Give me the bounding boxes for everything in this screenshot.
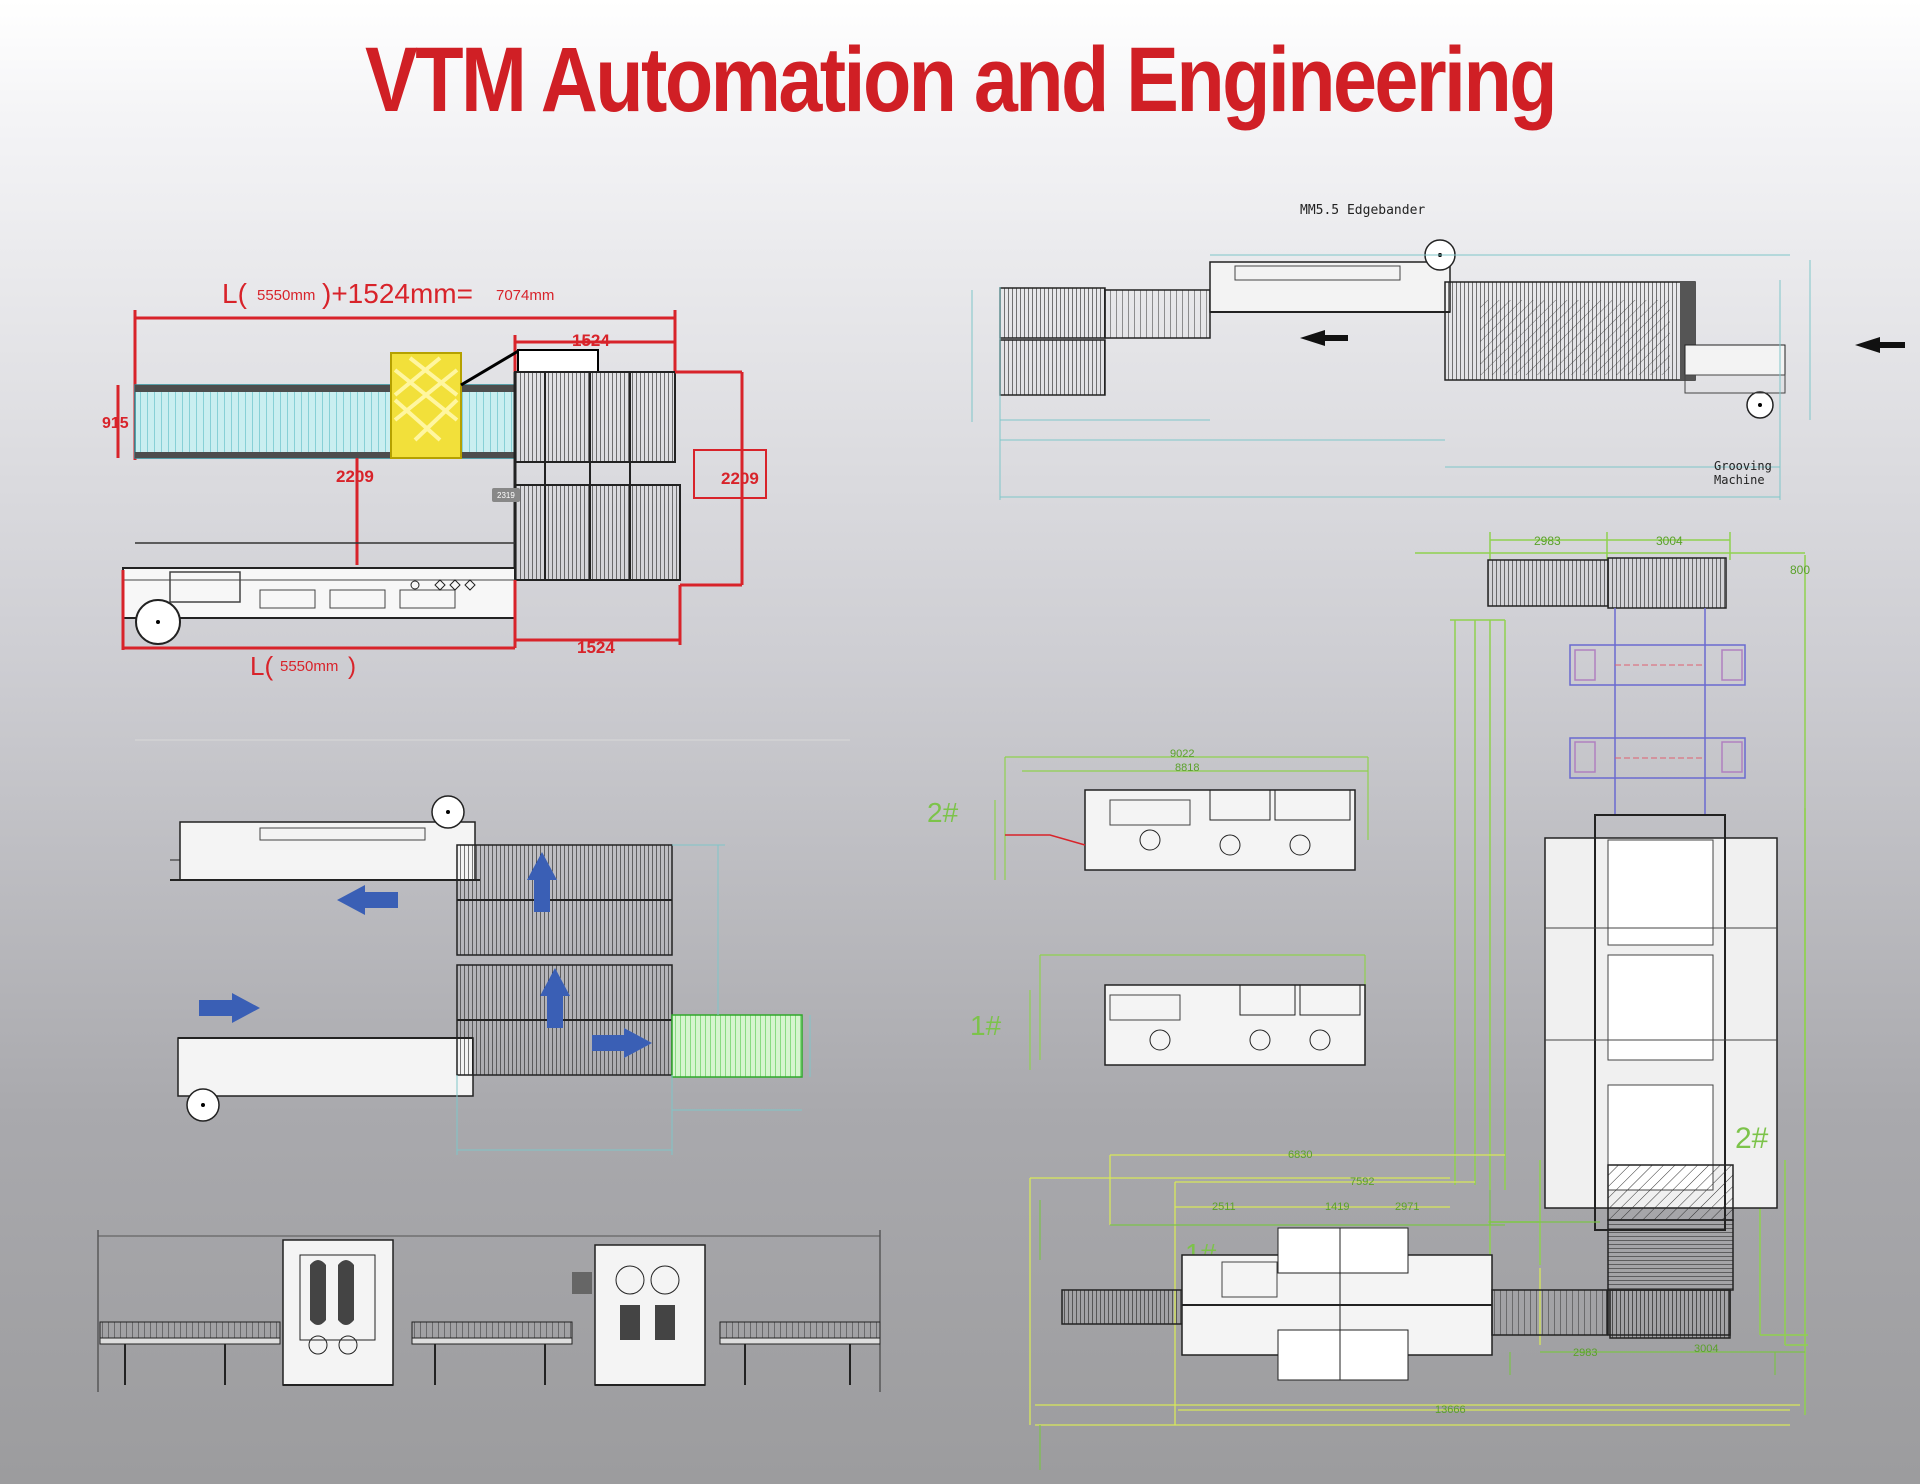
length-bottom-prefix: L(: [250, 651, 273, 681]
top-left-layout: L( 5550mm )+1524mm= 7074mm 1524 915 2319: [102, 278, 767, 681]
up-arrow-icon: [527, 852, 557, 912]
dim-915: 915: [102, 415, 129, 432]
edgebander-upper: [179, 821, 476, 881]
dim-13666: 13666: [1435, 1404, 1466, 1416]
grooving-label-line1: Grooving: [1714, 459, 1772, 473]
length-bottom-small: 5550mm: [280, 658, 338, 675]
green-outfeed-conveyor: [671, 1014, 803, 1078]
length-formula-mid: )+1524mm=: [322, 278, 473, 309]
label-2-right: 2#: [1735, 1122, 1769, 1155]
dim-2511: 2511: [1212, 1201, 1236, 1213]
grooving-label-line2: Machine: [1714, 473, 1765, 487]
dim-3004-top: 3004: [1656, 534, 1683, 548]
up-arrow-icon: [540, 968, 570, 1028]
dim-2209-center: 2209: [336, 467, 374, 486]
page-title: VTM Automation and Engineering: [365, 29, 1558, 131]
dim-800: 800: [1790, 563, 1810, 577]
label-1-left: 1#: [970, 1010, 1002, 1041]
svg-text:7592: 7592: [1350, 1176, 1374, 1188]
transfer-unit-upper: [514, 371, 676, 463]
right-arrow-icon: [592, 1028, 652, 1058]
sanding-machine-2: [594, 1244, 706, 1386]
mid-left-layout: [170, 795, 811, 1155]
right-arrow-icon: [199, 993, 260, 1023]
dim-2209-right: 2209: [721, 469, 759, 488]
label-box: [517, 349, 599, 373]
dim-2971: 2971: [1395, 1201, 1419, 1213]
edgebander-machine-top: [122, 567, 516, 619]
dim-8818: 8818: [1175, 762, 1199, 774]
dim-1419: 1419: [1325, 1201, 1349, 1213]
machine-2-side: [1084, 789, 1356, 871]
top-right-layout: MM5.5 Edgebander: [971, 203, 1905, 500]
dim-2983-bottom: 2983: [1573, 1347, 1597, 1359]
edgebander-lower: [177, 1037, 474, 1097]
length-formula-prefix: L(: [222, 278, 248, 309]
svg-text:6830: 6830: [1288, 1149, 1312, 1161]
length-bottom-suffix: ): [348, 653, 356, 680]
machine-1-side: [1104, 984, 1366, 1066]
right-plant-layout: 2983 3004 800 2# 2#: [927, 532, 1810, 1470]
left-arrow-icon: [1300, 330, 1348, 346]
edgebander-top-view: [1209, 261, 1451, 313]
dim-1524-top: 1524: [572, 331, 610, 350]
label-2-left: 2#: [927, 797, 959, 828]
dim-2983: 2983: [1534, 534, 1561, 548]
length-formula-small: 5550mm: [257, 287, 315, 304]
svg-text:2319: 2319: [497, 491, 515, 500]
left-arrow-icon: [1855, 337, 1905, 353]
transfer-unit-lower: [514, 484, 681, 581]
dim-9022: 9022: [1170, 748, 1194, 760]
length-formula-total: 7074mm: [496, 287, 554, 304]
bottom-left-side-view: [97, 1230, 881, 1392]
edgebander-label: MM5.5 Edgebander: [1300, 203, 1425, 218]
left-arrow-icon: [337, 885, 398, 915]
dim-1524-bottom: 1524: [577, 638, 615, 657]
dim-3004-bottom: 3004: [1694, 1343, 1718, 1355]
